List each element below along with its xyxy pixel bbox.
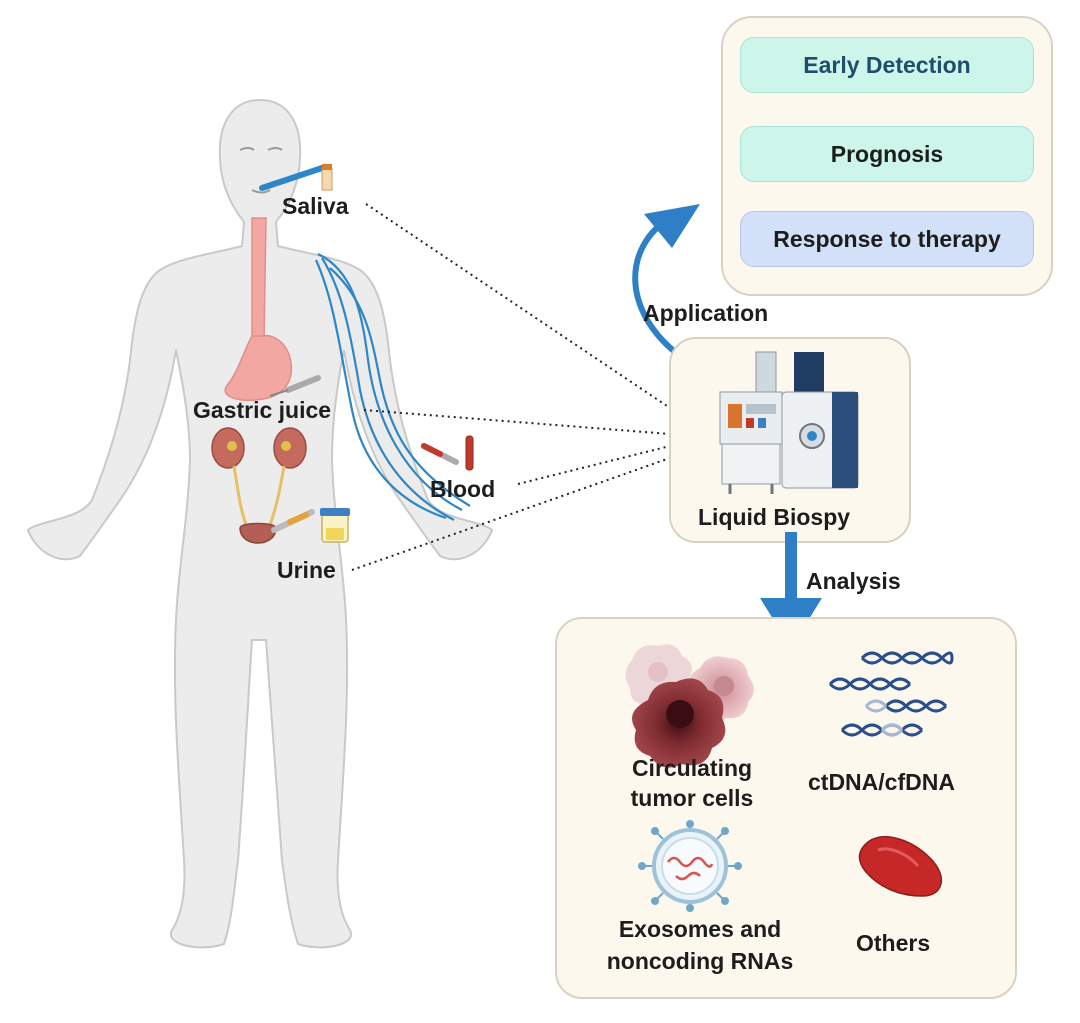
gastric-connector — [363, 409, 671, 435]
application-label: Application — [643, 300, 769, 326]
exosomes-label-line2: noncoding RNAs — [606, 948, 794, 974]
blood-label: Blood — [430, 476, 496, 502]
gastric-syringe-icon — [269, 375, 321, 397]
blood-syringe-icon — [421, 435, 474, 471]
human-body-figure — [26, 98, 494, 949]
connector-lines — [351, 203, 671, 571]
saliva-label: Saliva — [282, 193, 349, 219]
saliva-connector — [365, 203, 671, 409]
response-to-therapy-text: Response to therapy — [773, 225, 1001, 252]
prognosis-text: Prognosis — [830, 140, 944, 167]
tumor-cells-icon — [625, 644, 754, 768]
response-to-therapy-box: Response to therapy — [740, 211, 1034, 267]
ctc-label-line2: tumor cells — [630, 785, 754, 811]
urine-syringe-icon — [271, 509, 315, 533]
ctc-label-line1: Circulating — [631, 755, 753, 781]
liquid-biopsy-label: Liquid Biospy — [698, 504, 851, 530]
blood-connector — [517, 445, 671, 485]
saliva-swab-icon — [259, 164, 333, 191]
red-blood-cell-icon — [858, 836, 943, 897]
urine-label: Urine — [277, 557, 336, 583]
early-detection-box: Early Detection — [740, 37, 1034, 93]
exosomes-label-line1: Exosomes and — [618, 916, 782, 942]
gastric-juice-label: Gastric juice — [193, 397, 332, 423]
early-detection-text: Early Detection — [803, 51, 971, 78]
urine-connector — [351, 457, 671, 571]
application-arrow — [632, 204, 700, 359]
ctdna-label: ctDNA/cfDNA — [808, 769, 955, 795]
dna-strands-icon — [828, 651, 954, 737]
urine-cup-icon — [320, 508, 350, 543]
lab-instrument-icon — [719, 351, 859, 494]
analysis-label: Analysis — [806, 568, 901, 594]
others-label: Others — [856, 930, 931, 956]
exosome-icon — [638, 820, 742, 912]
prognosis-box: Prognosis — [740, 126, 1034, 182]
